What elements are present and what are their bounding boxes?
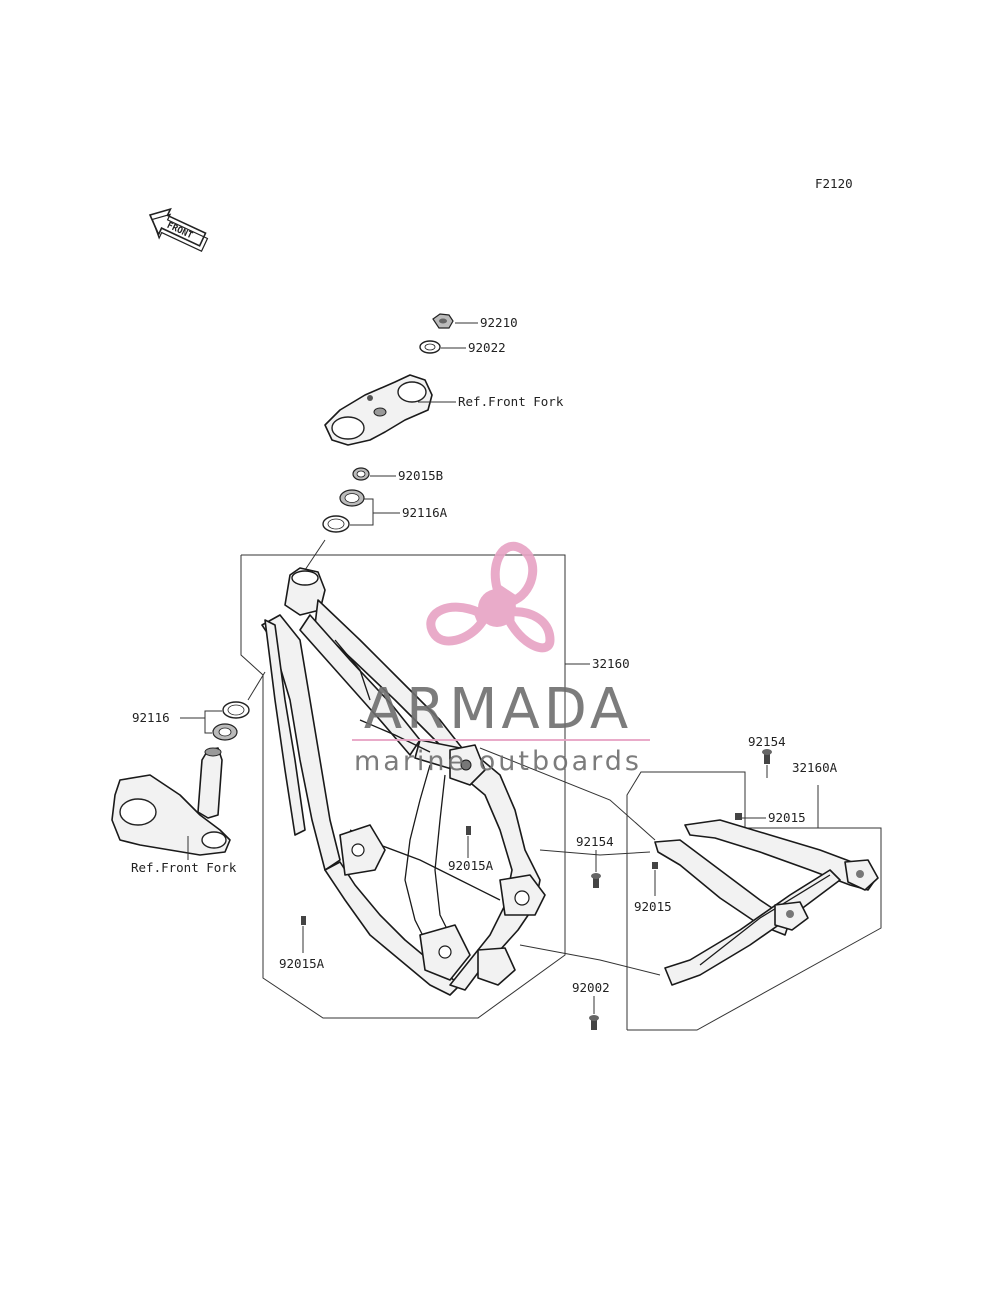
propeller-blade-left bbox=[426, 602, 488, 646]
nut-92015B bbox=[352, 467, 370, 481]
label-ref-front-fork-bottom: Ref.Front Fork bbox=[131, 860, 237, 875]
nut-92015-mid bbox=[652, 862, 658, 869]
label-92015B: 92015B bbox=[398, 468, 443, 483]
bolt-92002 bbox=[589, 1015, 599, 1030]
label-92015-right: 92015 bbox=[768, 810, 806, 825]
propeller-logo-icon bbox=[426, 541, 555, 653]
nut-92015-right bbox=[735, 813, 742, 820]
front-arrow-icon: FRONT bbox=[148, 207, 209, 252]
bolt-92154-left bbox=[591, 873, 601, 888]
label-92116A: 92116A bbox=[402, 505, 448, 520]
label-92015A-mid: 92015A bbox=[448, 858, 494, 873]
subframe-32160A bbox=[654, 819, 879, 986]
lower-triple-clamp bbox=[111, 747, 231, 856]
label-92022: 92022 bbox=[468, 340, 506, 355]
diagram-code: F2120 bbox=[815, 176, 853, 191]
bearing-92116-upper bbox=[222, 701, 250, 719]
bearing-92116A-upper bbox=[339, 489, 365, 507]
nut-92210 bbox=[432, 313, 454, 329]
label-92116: 92116 bbox=[132, 710, 170, 725]
watermark: ARMADA marine outboards bbox=[352, 541, 650, 777]
label-ref-front-fork-top: Ref.Front Fork bbox=[458, 394, 564, 409]
label-92002: 92002 bbox=[572, 980, 610, 995]
label-32160: 32160 bbox=[592, 656, 630, 671]
watermark-tagline: marine outboards bbox=[354, 746, 642, 777]
propeller-hub bbox=[478, 589, 516, 627]
label-92210: 92210 bbox=[480, 315, 518, 330]
label-92154-left: 92154 bbox=[576, 834, 614, 849]
main-frame-32160 bbox=[261, 567, 546, 996]
bolt-92154-top bbox=[762, 749, 772, 764]
label-92015-mid: 92015 bbox=[634, 899, 672, 914]
bolt-92015A-mid bbox=[466, 826, 471, 835]
frame-group-outline bbox=[240, 554, 566, 1019]
bearing-92116-lower bbox=[212, 723, 238, 741]
propeller-blade-top bbox=[490, 541, 538, 606]
label-92015A-low: 92015A bbox=[279, 956, 325, 971]
label-92154-top: 92154 bbox=[748, 734, 786, 749]
label-32160A: 32160A bbox=[792, 760, 838, 775]
watermark-brand: ARMADA bbox=[364, 677, 632, 742]
upper-triple-clamp bbox=[324, 374, 433, 446]
bolt-92015A-low bbox=[301, 916, 306, 925]
propeller-blade-right bbox=[505, 607, 555, 653]
bearing-92116A-lower bbox=[322, 515, 350, 533]
